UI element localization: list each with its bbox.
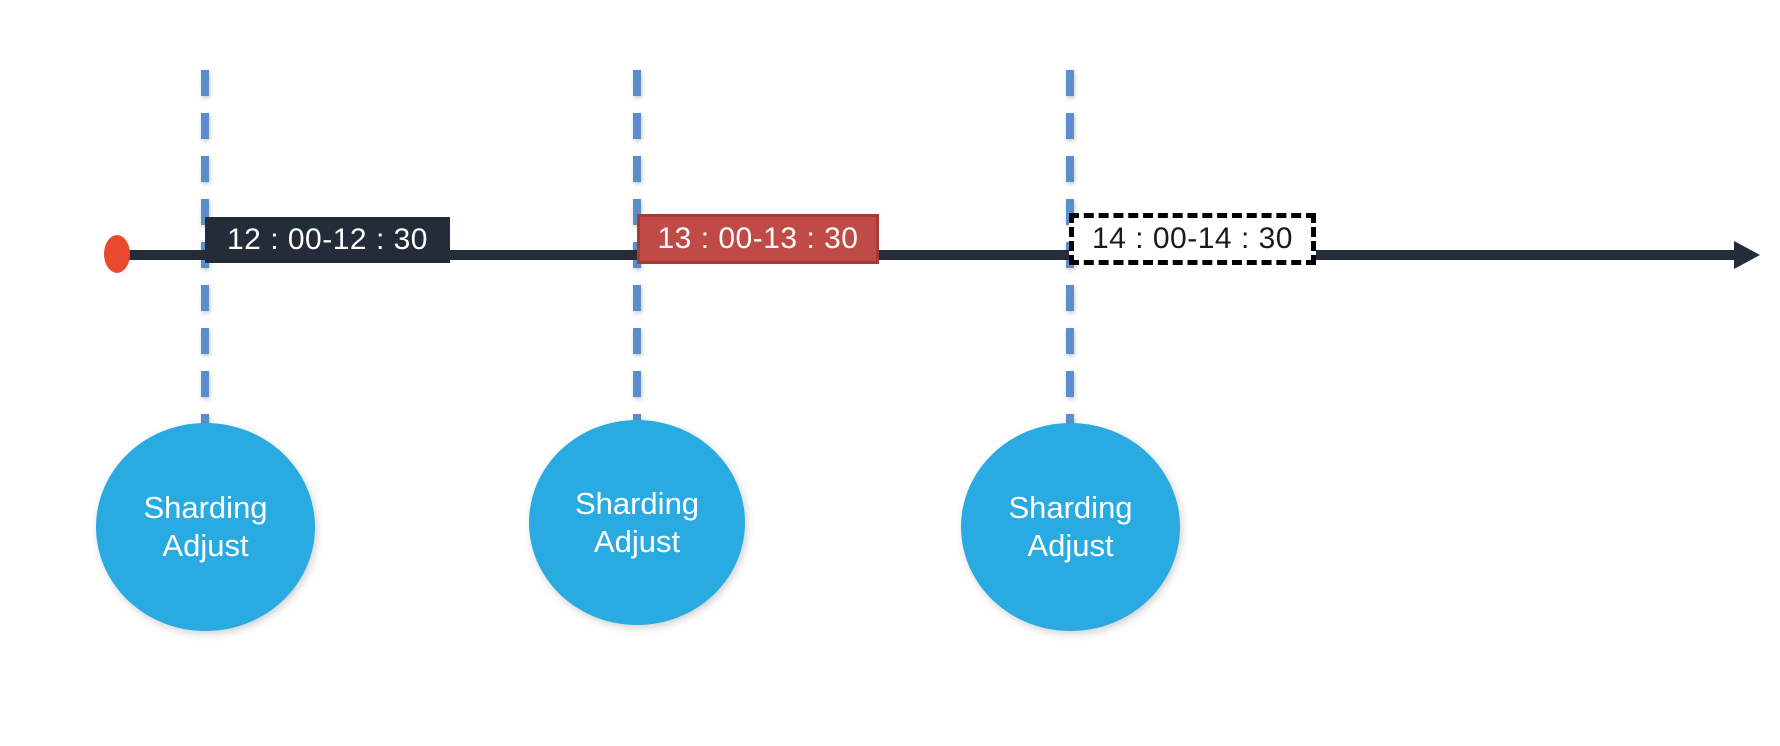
sharding-adjust-node-2-line1: Sharding xyxy=(574,485,700,521)
time-range-box-2[interactable]: 13 : 00-13 : 30 xyxy=(637,214,879,264)
time-range-box-3[interactable]: 14 : 00-14 : 30 xyxy=(1069,213,1316,265)
time-range-label-2: 13 : 00-13 : 30 xyxy=(657,222,859,255)
sharding-adjust-node-1[interactable]: Sharding Adjust xyxy=(96,423,315,631)
sharding-adjust-node-3-line1: Sharding xyxy=(1008,490,1133,526)
sharding-adjust-node-3[interactable]: Sharding Adjust xyxy=(961,423,1180,631)
timeline-start-marker xyxy=(104,235,130,273)
sharding-adjust-node-2[interactable]: Sharding Adjust xyxy=(529,420,745,625)
sharding-adjust-node-2-line2: Adjust xyxy=(593,523,681,559)
sharding-adjust-node-3-line2: Adjust xyxy=(1027,528,1114,563)
sharding-adjust-node-1-line1: Sharding xyxy=(143,490,268,526)
time-range-label-3: 14 : 00-14 : 30 xyxy=(1092,222,1293,255)
time-range-label-1: 12 : 00-12 : 30 xyxy=(227,223,428,256)
time-range-box-1[interactable]: 12 : 00-12 : 30 xyxy=(205,217,450,263)
sharding-adjust-node-1-line2: Adjust xyxy=(162,528,249,563)
dashed-guide-line-2 xyxy=(633,70,641,510)
dashed-guide-line-3 xyxy=(1066,70,1074,510)
dashed-guide-line-1 xyxy=(201,70,209,510)
timeline-arrow-head-icon xyxy=(1734,241,1760,269)
timeline-axis-line xyxy=(118,250,1738,260)
